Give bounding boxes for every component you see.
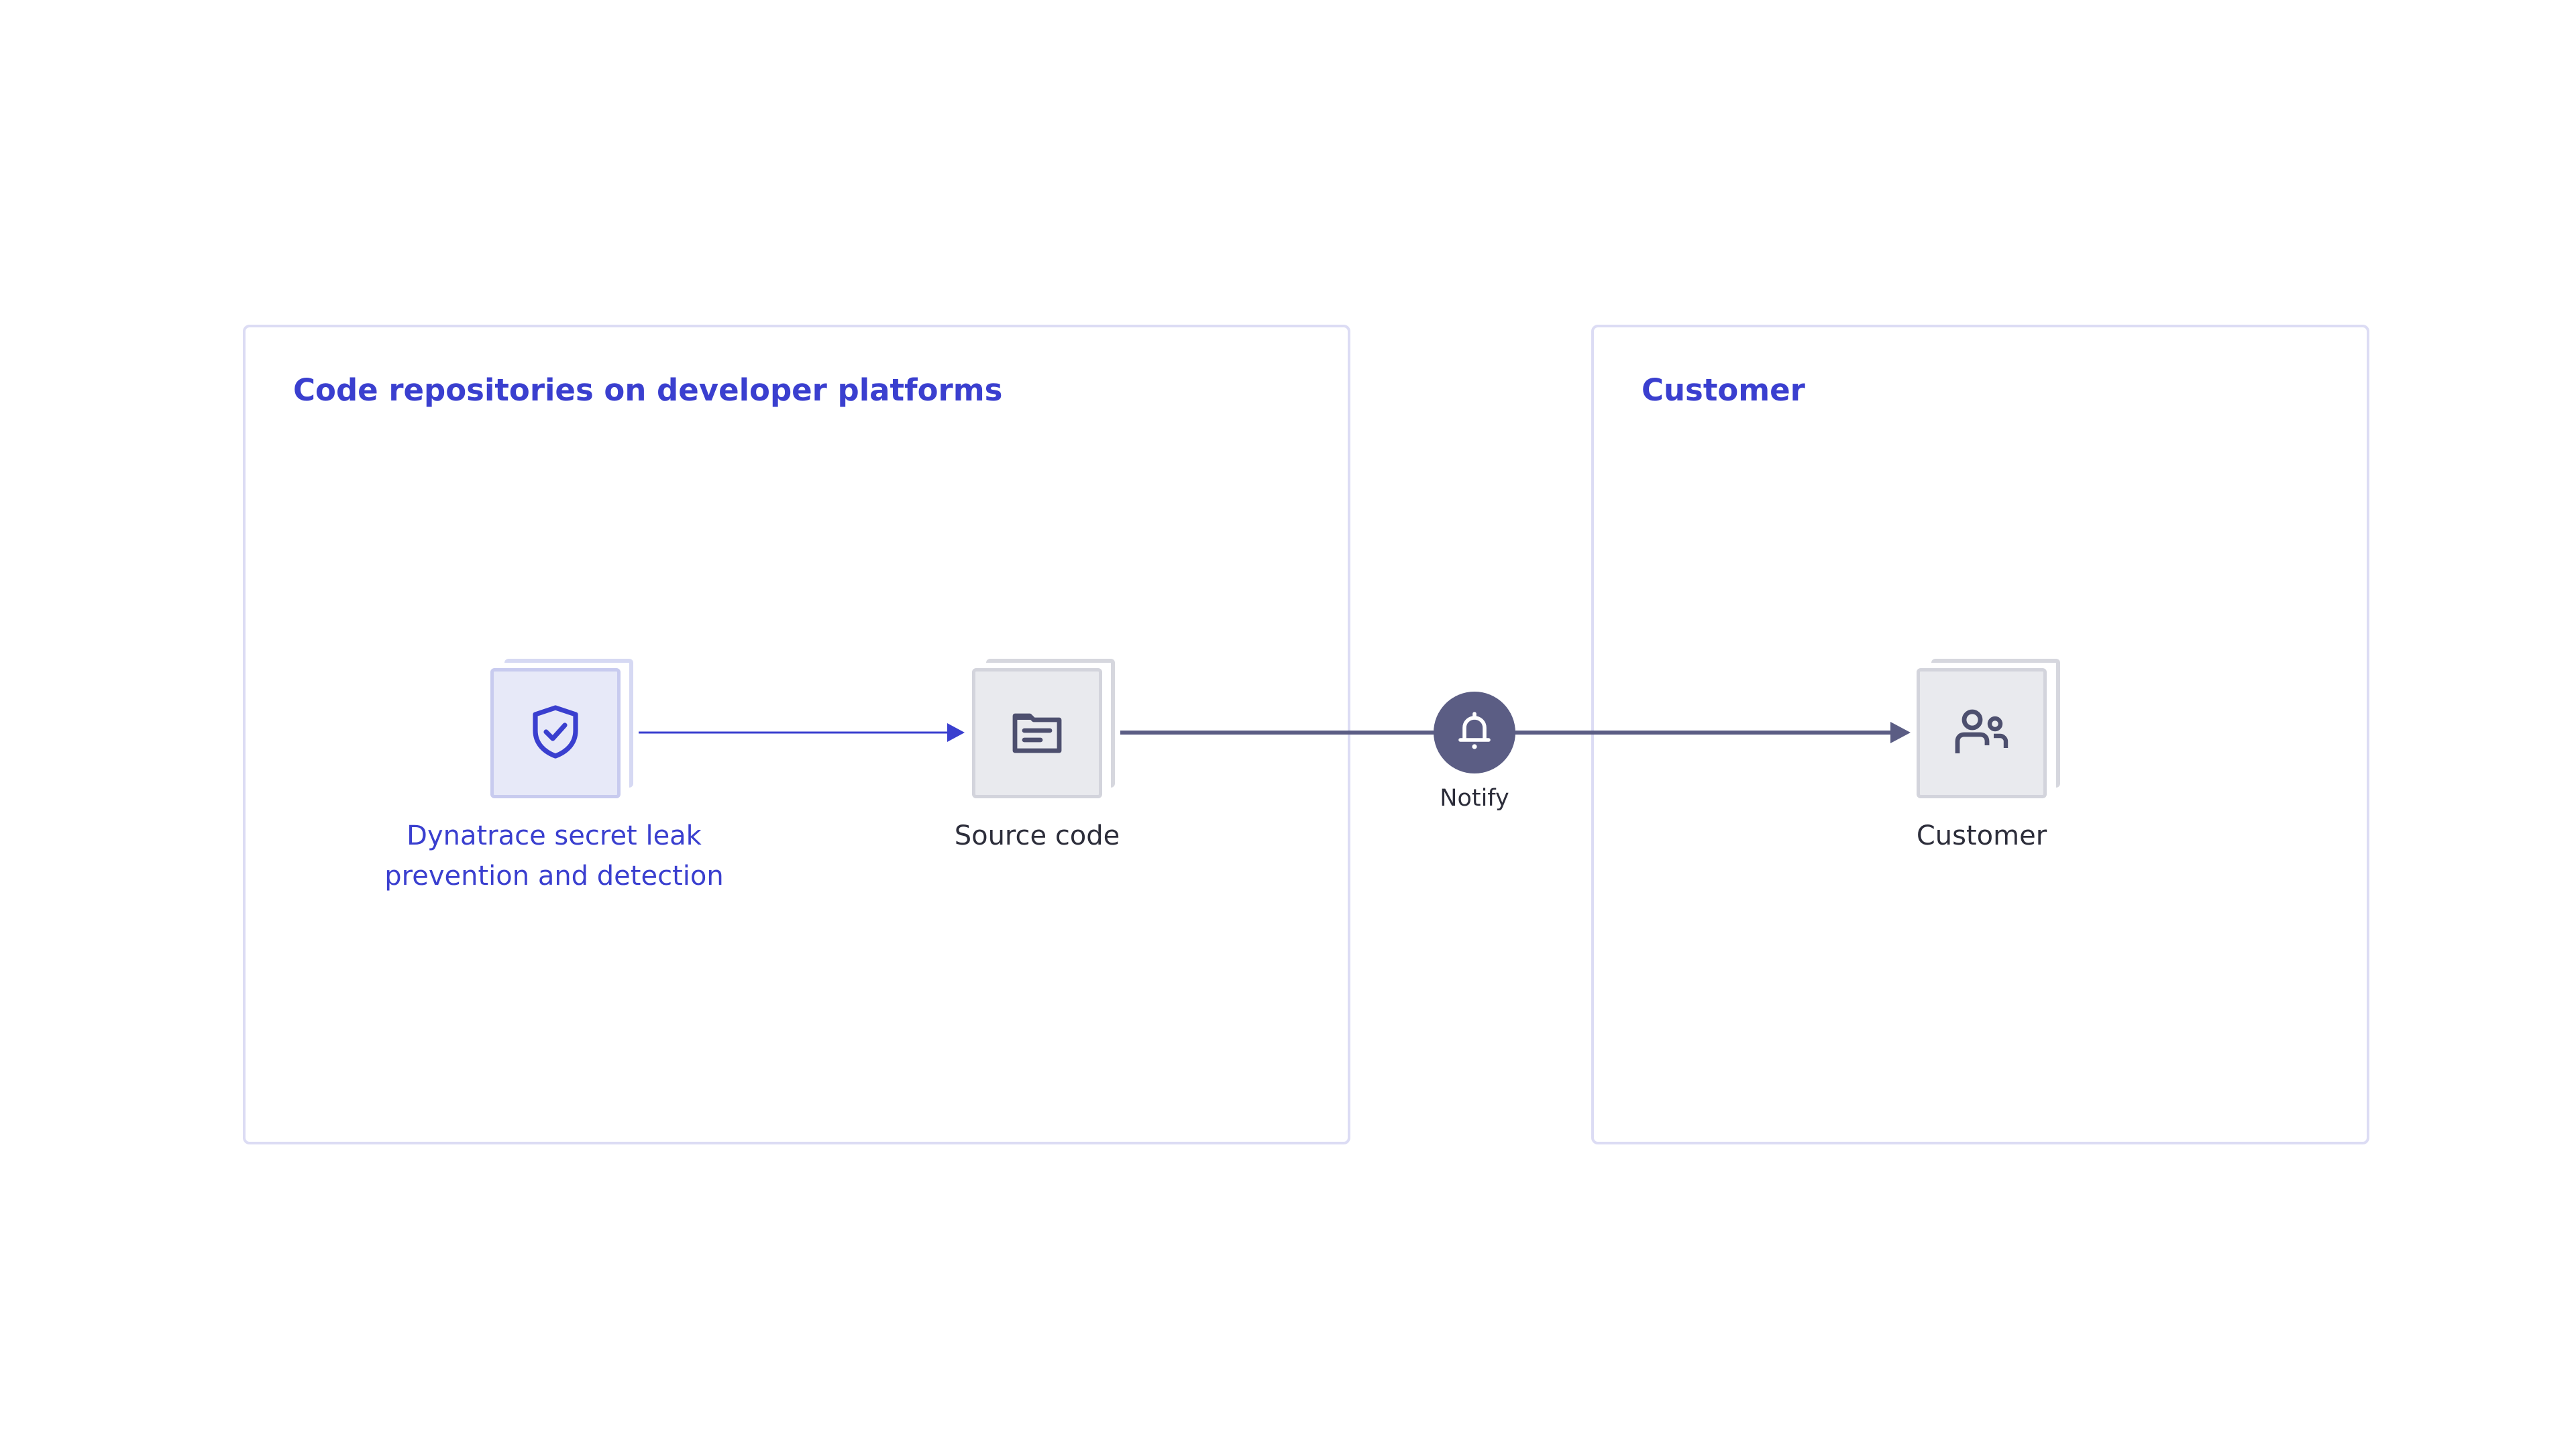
group-title-platforms: Code repositories on developer platforms bbox=[293, 372, 1003, 408]
group-title-customer: Customer bbox=[1642, 372, 1805, 408]
node-customer-label: Customer bbox=[1916, 820, 2047, 851]
notify-label: Notify bbox=[1440, 785, 1509, 812]
node-dynatrace-label: Dynatrace secret leak prevention and det… bbox=[353, 816, 755, 896]
arrowhead-source bbox=[947, 723, 965, 742]
users-icon bbox=[1953, 708, 2010, 759]
node-source-label: Source code bbox=[954, 820, 1120, 851]
node-dynatrace-label-line1: Dynatrace secret leak bbox=[407, 820, 702, 851]
shield-check-icon bbox=[530, 704, 581, 763]
node-source bbox=[972, 668, 1102, 798]
node-dynatrace-label-line2: prevention and detection bbox=[384, 861, 724, 892]
arrowhead-customer bbox=[1890, 722, 1911, 743]
node-customer bbox=[1917, 668, 2047, 798]
notify-node bbox=[1434, 692, 1515, 773]
bell-icon bbox=[1458, 712, 1491, 753]
folder-document-icon bbox=[1012, 710, 1062, 756]
node-dynatrace bbox=[490, 668, 621, 798]
node-source-shadow bbox=[986, 659, 1115, 788]
node-dynatrace-shadow bbox=[504, 659, 633, 788]
node-customer-shadow bbox=[1931, 659, 2060, 788]
